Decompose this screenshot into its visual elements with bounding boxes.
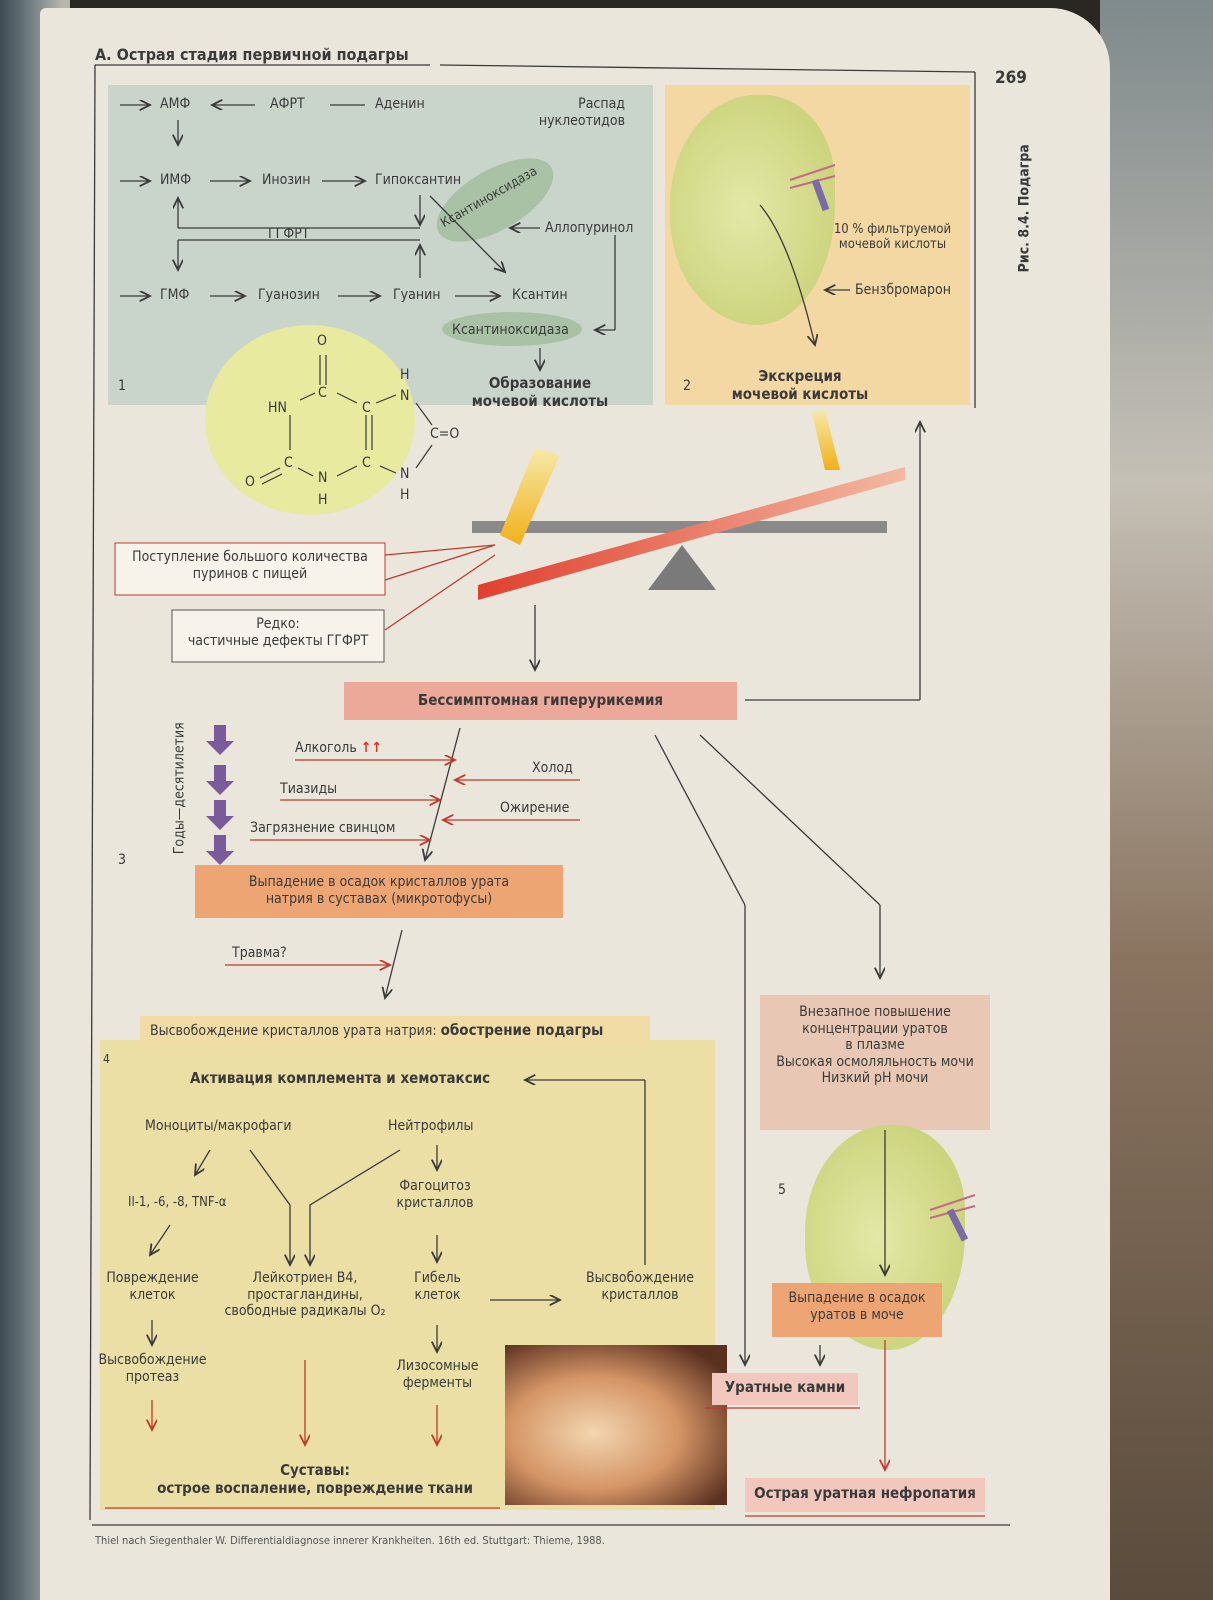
raspad-label: Распад нуклеотидов <box>538 96 625 129</box>
gout-flare: обострение подагры <box>440 1021 604 1039</box>
mol-hn: HN <box>268 400 287 416</box>
complement-label: Активация комплемента и хемотаксис <box>190 1069 491 1087</box>
filtered-label: 10 % фильтруемой мочевой кислоты <box>833 222 952 253</box>
benzbromaron-label: Бензбромарон <box>855 282 951 298</box>
leukotriene-label: Лейкотриен В4, простагландины, свободные… <box>224 1270 386 1320</box>
stones-box <box>712 1373 858 1405</box>
panel5-number: 5 <box>778 1182 787 1198</box>
precip-urine-label: Выпадение в осадок уратов в моче <box>788 1290 926 1323</box>
ksantin-label: Ксантин <box>512 287 568 303</box>
joints-label: Суставы: острое воспаление, повреждение … <box>157 1461 473 1497</box>
mol-c-mid: C <box>362 400 371 416</box>
amf-label: АМФ <box>160 96 191 112</box>
neutrophils-label: Нейтрофилы <box>388 1118 474 1134</box>
phagocytosis-label: Фагоцитоз кристаллов <box>396 1178 474 1211</box>
ksantinoksidaza-ellipse-bottom <box>442 312 582 346</box>
mol-h-right: H <box>400 367 410 383</box>
excretion-label: Экскреция мочевой кислоты <box>731 367 869 403</box>
cold-label: Холод <box>532 760 573 776</box>
proteases-label: Высвобождение протеаз <box>98 1352 207 1385</box>
joint-photo <box>505 1345 727 1505</box>
precipitation-label: Выпадение в осадок кристаллов урата натр… <box>248 874 510 907</box>
death-label: Гибель клеток <box>414 1270 461 1303</box>
ksantinoksidaza-bottom-label: Ксантиноксидаза <box>452 322 569 338</box>
page-number: 269 <box>995 68 1027 88</box>
mol-h-bottom: H <box>318 492 328 508</box>
adenin-label: Аденин <box>375 96 425 112</box>
source-footer: Thiel nach Siegenthaler W. Differentiald… <box>95 1534 605 1547</box>
guanozin-label: Гуанозин <box>258 287 320 303</box>
monocytes-label: Моноциты/макрофаги <box>145 1118 292 1134</box>
mol-c-low: C <box>362 455 371 471</box>
alcohol-mark: ↑↑ <box>360 740 382 756</box>
panel5-background <box>760 995 990 1130</box>
nephropathy-box <box>745 1478 985 1512</box>
release-text: Высвобождение кристаллов урата натрия: <box>150 1023 441 1039</box>
inozin-label: Инозин <box>262 172 311 188</box>
urate-stones-label: Уратные камни <box>724 1378 846 1396</box>
gmf-label: ГМФ <box>160 287 190 303</box>
mol-c-left: C <box>284 455 293 471</box>
guanin-label: Гуанин <box>393 287 441 303</box>
afrt-label: АФРТ <box>270 96 305 112</box>
hyperuricemia-box <box>344 682 737 720</box>
lead-label: Загрязнение свинцом <box>250 820 396 836</box>
section-title: А. Острая стадия первичной подагры <box>95 45 409 64</box>
trauma-label: Травма? <box>232 945 287 961</box>
release-bar <box>140 1016 650 1046</box>
crystal-release-label: Высвобождение кристаллов <box>585 1270 695 1303</box>
panel2-number: 2 <box>683 378 692 394</box>
molecule-background <box>205 325 415 515</box>
intake-label: Поступление большого количества пуринов … <box>132 549 368 582</box>
precip-urine-box <box>772 1283 942 1337</box>
ggfrt-label: ГГФРТ <box>268 226 310 242</box>
interleukins-label: Il-1, -6, -8, TNF-α <box>128 1195 227 1210</box>
alcohol-text: Алкоголь <box>295 740 357 756</box>
hyperuricemia-label: Бессимптомная гиперурикемия <box>417 691 664 709</box>
panel3-number: 3 <box>118 852 127 868</box>
years-label: Годы—десятилетия <box>171 722 188 855</box>
panel4-number: 4 <box>103 1052 110 1066</box>
mol-o-left: O <box>245 474 255 490</box>
kidney-icon <box>670 95 835 325</box>
background-right <box>1100 0 1213 1600</box>
obesity-label: Ожирение <box>500 800 570 816</box>
mol-c-eq-o: C=O <box>430 426 460 442</box>
mol-n-br: N <box>400 466 410 482</box>
mol-c-top: C <box>318 385 327 401</box>
alcohol-label: Алкоголь ↑↑ <box>295 740 382 757</box>
mol-n-right: N <box>400 388 410 404</box>
allopurinol-label: Аллопуринол <box>545 220 634 236</box>
panel1-number: 1 <box>118 378 127 394</box>
mol-o-top: O <box>317 333 327 349</box>
release-label: Высвобождение кристаллов урата натрия: о… <box>150 1021 604 1040</box>
thiazides-label: Тиазиды <box>280 781 338 797</box>
rare-label: Редко: частичные дефекты ГГФРТ <box>187 616 369 649</box>
sudden-label: Внезапное повышение концентрации уратов … <box>776 1004 974 1087</box>
imf-label: ИМФ <box>160 172 192 188</box>
precipitation-box <box>195 865 563 918</box>
uric-acid-formation: Образование мочевой кислоты <box>471 374 609 410</box>
mol-h-br: H <box>400 487 410 503</box>
mol-n-bottom: N <box>318 470 328 486</box>
lysosomal-label: Лизосомные ферменты <box>396 1358 479 1391</box>
damage-label: Повреждение клеток <box>106 1270 199 1303</box>
figure-caption: Рис. 8.4. Подагра <box>1016 144 1033 273</box>
nephropathy-label: Острая уратная нефропатия <box>754 1484 976 1502</box>
gipoksantin-label: Гипоксантин <box>375 172 462 188</box>
